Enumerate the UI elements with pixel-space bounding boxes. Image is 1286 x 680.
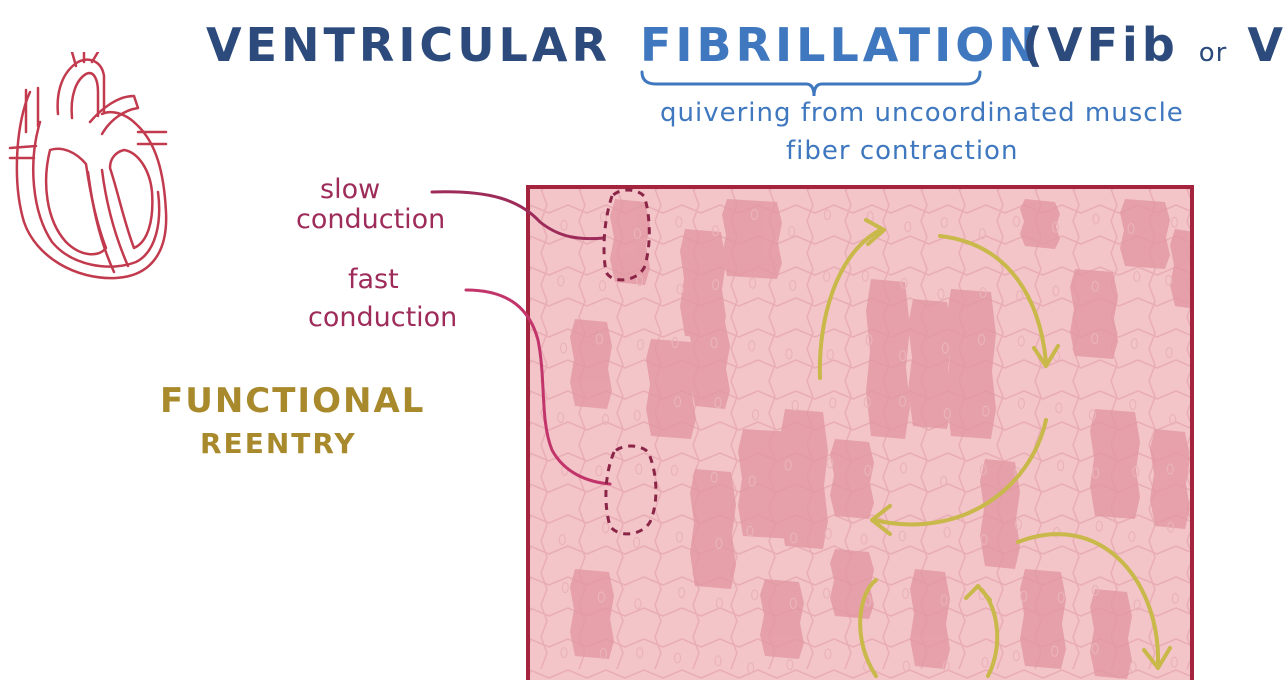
depolarized-patch [1020,199,1060,249]
depolarized-patch [866,279,910,439]
functional-reentry-line-1: FUNCTIONAL [160,384,425,418]
tissue-cells [530,189,1194,680]
myocardial-tissue-panel [526,185,1194,680]
abbr-vf: VF) [1247,18,1286,72]
depolarized-patch [610,199,650,285]
fast-conduction-label-line-1: fast [348,266,399,293]
depolarized-patch [570,319,612,409]
depolarized-patch [1070,269,1118,359]
title-abbreviation: (VFib or VF) [1022,22,1286,68]
depolarized-patch [646,339,696,439]
depolarized-patch [980,459,1020,569]
depolarized-patch [830,549,874,619]
depolarized-patch [690,469,736,589]
depolarized-patch [780,409,828,549]
definition-line-1: quivering from uncoordinated muscle [660,100,1184,126]
definition-line-2: fiber contraction [786,138,1018,164]
abbr-vfib: (VFib [1022,18,1179,72]
depolarized-patch [1020,569,1066,669]
depolarized-patch [690,319,730,409]
depolarized-patch [1170,229,1194,309]
abbr-or: or [1199,38,1228,68]
depolarized-patch [1150,429,1190,529]
slow-conduction-label-line-1: slow [320,176,380,203]
depolarized-patch [1090,589,1132,679]
depolarized-patch [1120,199,1170,269]
heart-illustration-icon [6,52,176,288]
depolarized-patch [760,579,804,659]
title-fibrillation: FIBRILLATION [640,22,1041,68]
slow-conduction-label-line-2: conduction [296,206,445,233]
depolarized-patch [830,439,874,519]
depolarized-patch [946,289,996,439]
depolarized-patch [570,569,614,659]
depolarized-patch [910,569,950,669]
fast-conduction-label-line-2: conduction [308,304,457,331]
functional-reentry-line-2: REENTRY [200,430,357,458]
title-ventricular: VENTRICULAR [206,22,611,68]
depolarized-patch [1090,409,1140,519]
